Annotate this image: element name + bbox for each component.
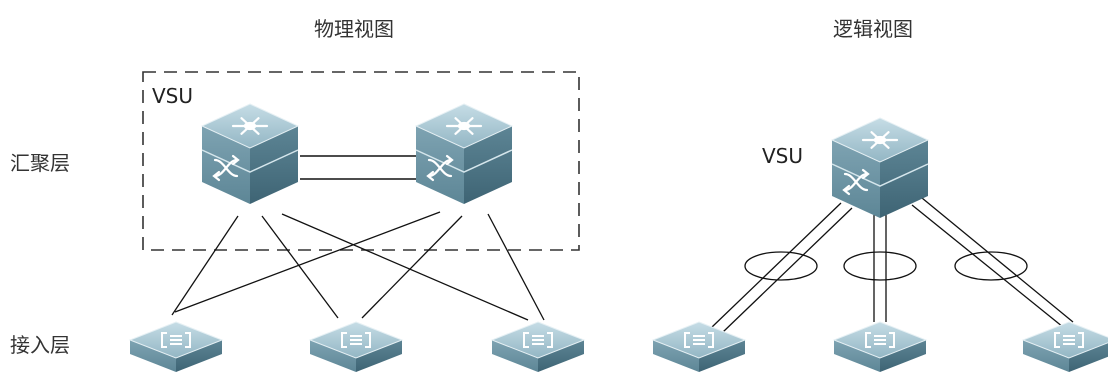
logical-links bbox=[711, 197, 1074, 333]
port-lines-icon bbox=[865, 332, 895, 348]
link-agg1-acc3 bbox=[281, 213, 529, 321]
link-agg2-acc3 bbox=[487, 213, 545, 321]
link-agg1-acc1 bbox=[171, 215, 239, 316]
link-agg1-acc2 bbox=[261, 215, 339, 319]
star-icon bbox=[445, 117, 483, 135]
bundle-left-b bbox=[722, 207, 853, 333]
port-lines-icon bbox=[161, 332, 191, 348]
port-lines-icon bbox=[341, 332, 371, 348]
bundle-right-a bbox=[911, 204, 1064, 328]
port-lines-icon bbox=[684, 332, 714, 348]
link-agg2-acc2 bbox=[361, 215, 463, 319]
access-switch-5 bbox=[832, 321, 928, 372]
bundle-right-b bbox=[921, 197, 1074, 323]
switch-arrows-icon bbox=[212, 154, 240, 182]
lag-ellipse-left bbox=[744, 251, 818, 281]
aggregation-switch-left bbox=[200, 103, 300, 204]
access-switch-2 bbox=[308, 321, 404, 372]
bundle-left-a bbox=[711, 202, 842, 328]
aggregation-layer-label: 汇聚层 bbox=[10, 151, 70, 175]
lag-ellipse-center bbox=[843, 251, 917, 281]
logical-vsu-label: VSU bbox=[762, 144, 803, 168]
logical-view-title: 逻辑视图 bbox=[833, 17, 913, 41]
access-switch-6 bbox=[1021, 321, 1108, 372]
access-switch-1 bbox=[128, 321, 224, 372]
vsu-logical-switch bbox=[830, 117, 930, 218]
physical-links bbox=[171, 211, 545, 321]
switch-arrows-icon bbox=[426, 154, 454, 182]
physical-view-title: 物理视图 bbox=[314, 17, 394, 41]
vsu-dashed-frame bbox=[142, 71, 580, 251]
aggregation-switch-right bbox=[414, 103, 514, 204]
link-agg2-acc1 bbox=[174, 211, 441, 313]
vsl-links bbox=[300, 155, 418, 180]
star-icon bbox=[231, 117, 269, 135]
access-switch-4 bbox=[651, 321, 747, 372]
aggregation-ellipses bbox=[744, 251, 1028, 281]
physical-vsu-label: VSU bbox=[152, 84, 193, 108]
switch-arrows-icon bbox=[842, 168, 870, 196]
access-switch-3 bbox=[490, 321, 586, 372]
lag-ellipse-right bbox=[954, 251, 1028, 281]
port-lines-icon bbox=[523, 332, 553, 348]
port-lines-icon bbox=[1054, 332, 1084, 348]
star-icon bbox=[861, 131, 899, 149]
access-layer-label: 接入层 bbox=[10, 333, 70, 357]
